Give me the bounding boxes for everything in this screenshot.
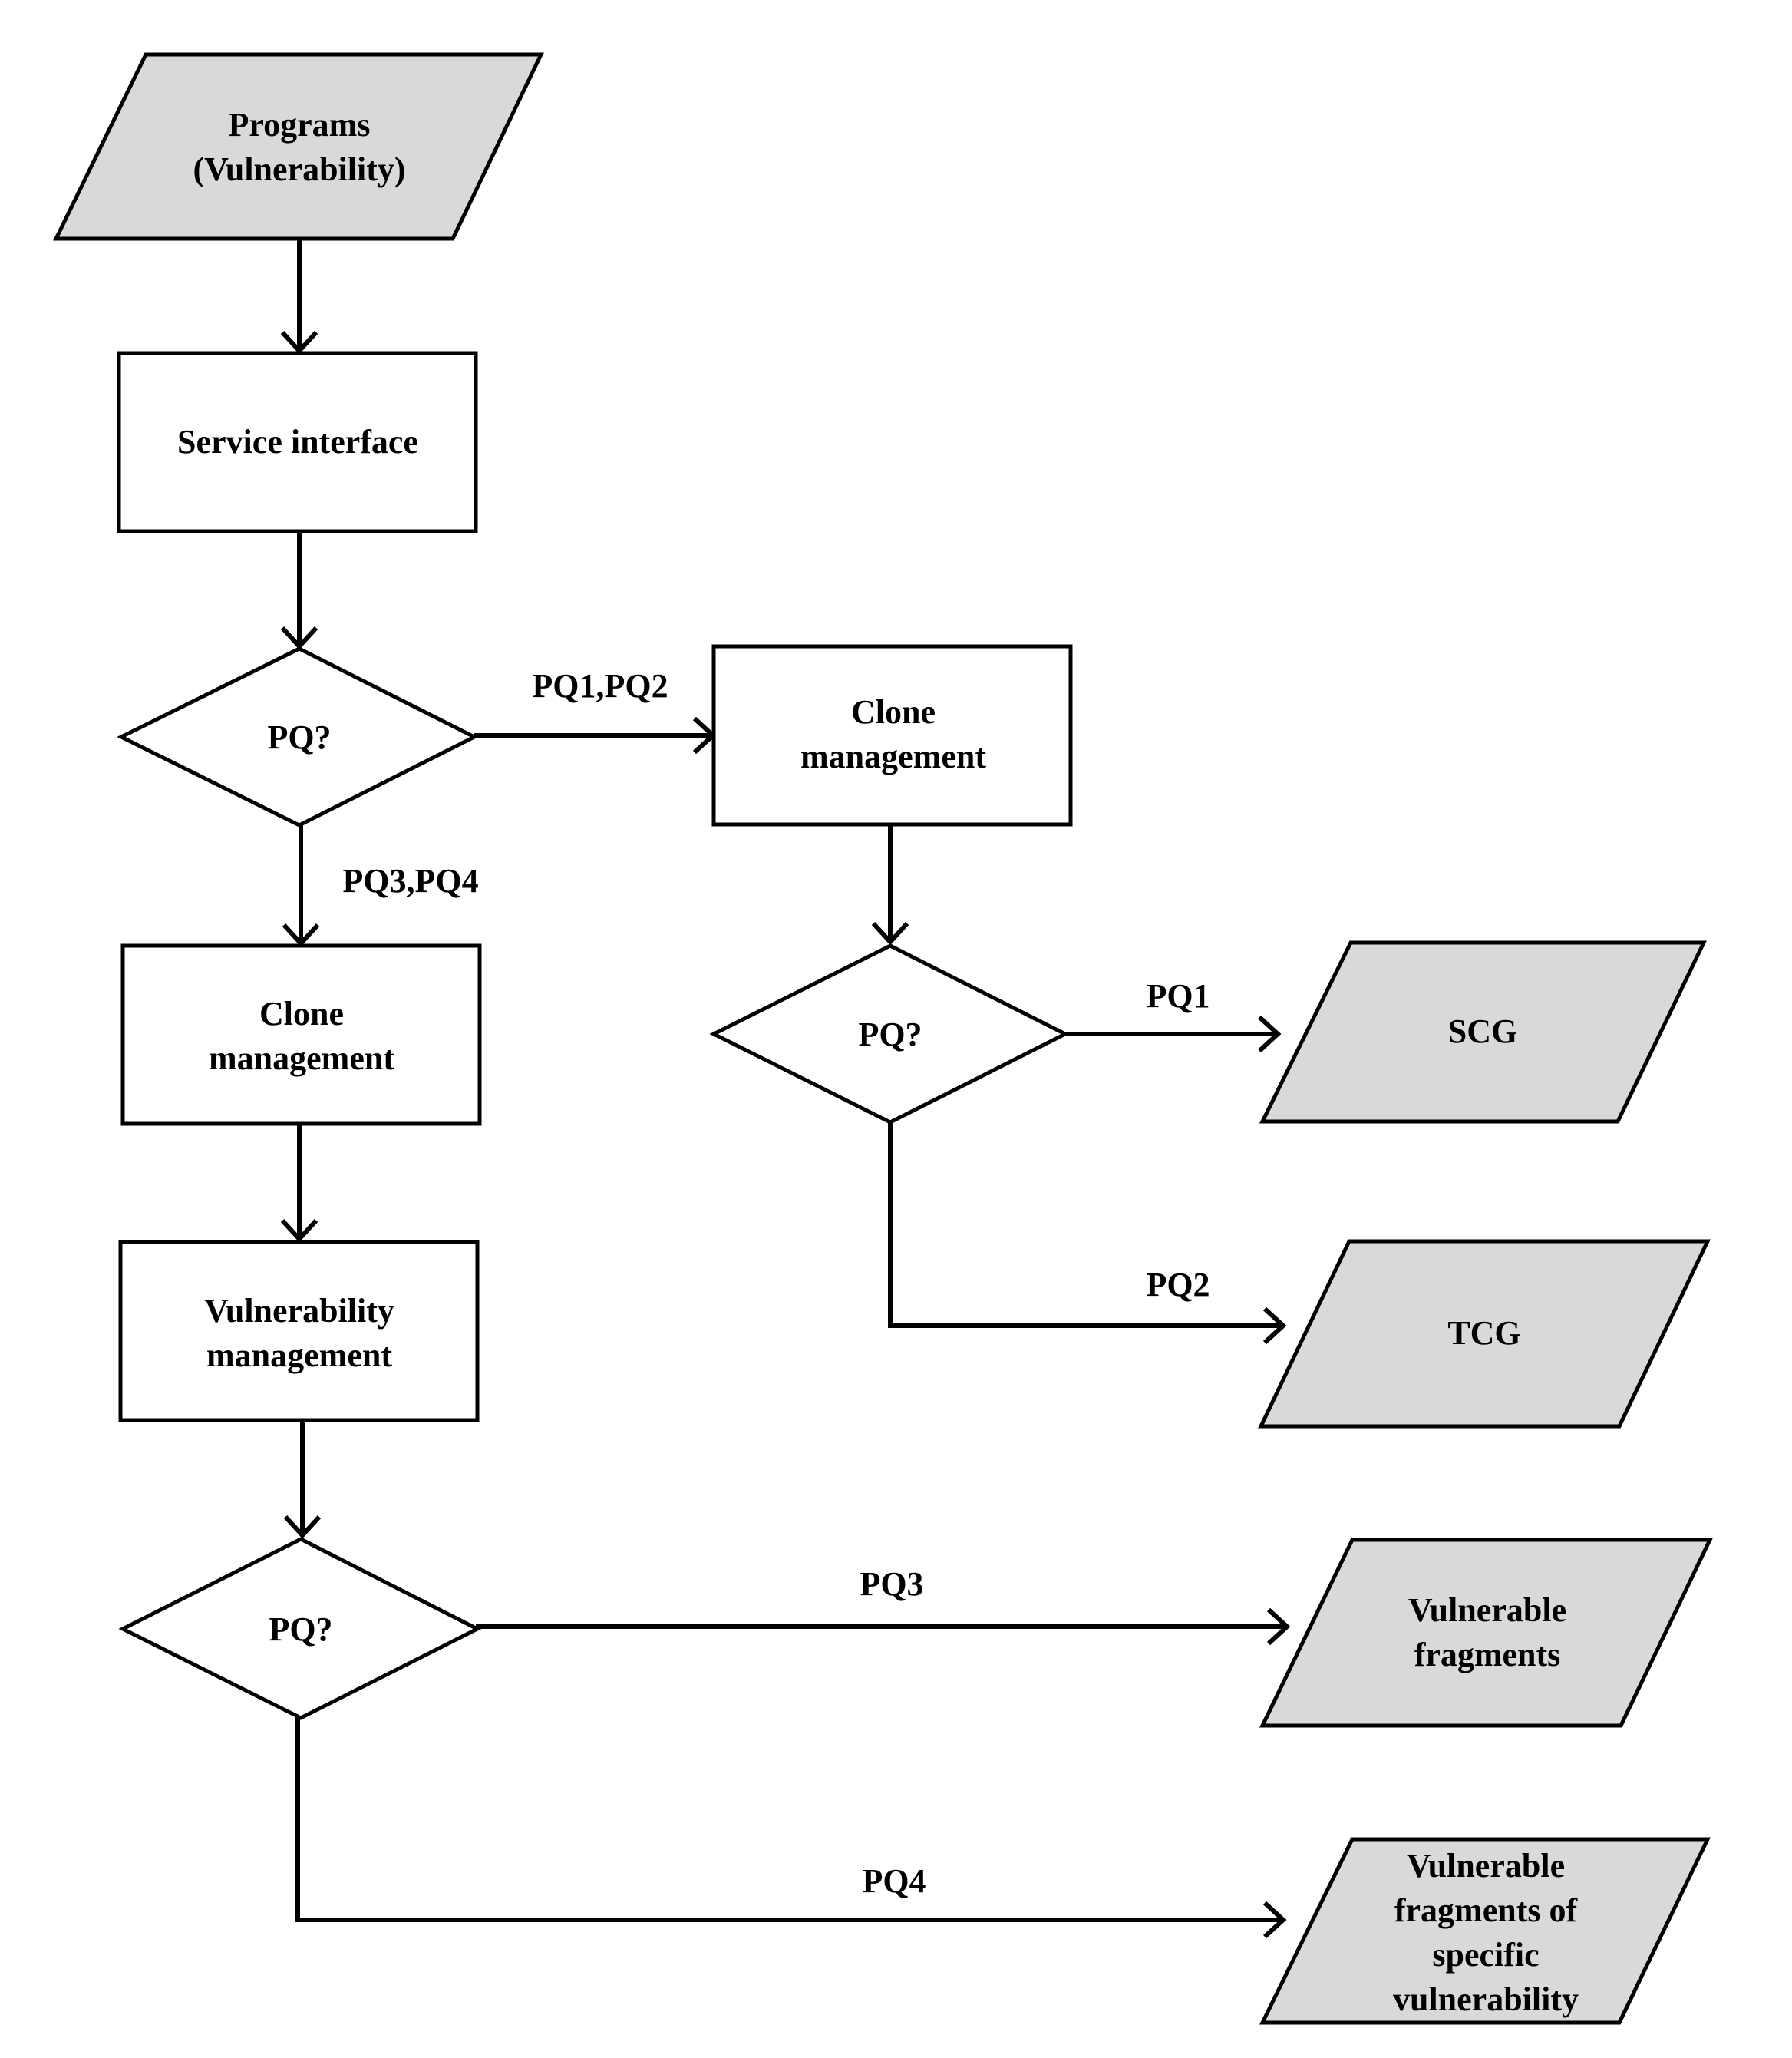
vulnerability-management-shape — [118, 1240, 480, 1422]
decision-2-shape — [709, 943, 1070, 1125]
vulnerable-fragments-line1: Vulnerable — [1408, 1591, 1566, 1629]
service-interface-label: Service interface — [177, 423, 418, 461]
tcg-label: TCG — [1447, 1314, 1520, 1352]
vulnerable-fragments-specific-line4: vulnerability — [1393, 1980, 1579, 2018]
clone-management-right-shape — [711, 644, 1073, 827]
vulnerable-fragments-specific-line1: Vulnerable — [1407, 1847, 1565, 1885]
decision-node-1: PQ? — [117, 646, 479, 827]
edge-label-pq3-pq4: PQ3,PQ4 — [342, 862, 478, 900]
vulnerable-fragments-specific-node: Vulnerable fragments of specific vulnera… — [1259, 1837, 1711, 2025]
scg-node: SCG — [1259, 940, 1707, 1124]
service-interface-node: Service interface — [117, 351, 478, 533]
edge-label-pq2: PQ2 — [1146, 1266, 1210, 1303]
decision-1-label: PQ? — [267, 718, 331, 756]
programs-label-line1: Programs — [229, 106, 371, 144]
vulnerable-fragments-specific-shape — [1259, 1837, 1711, 2025]
clone-management-left-line2: management — [209, 1039, 394, 1077]
edge-label-pq1: PQ1 — [1146, 977, 1210, 1015]
scg-label: SCG — [1448, 1012, 1517, 1050]
edge-label-pq4: PQ4 — [862, 1862, 926, 1900]
vulnerable-fragments-node: Vulnerable fragments — [1259, 1538, 1713, 1728]
tcg-shape — [1258, 1239, 1711, 1429]
edge-decision3-to-fragments — [476, 1607, 1291, 1646]
clone-management-right-line1: Clone — [851, 693, 936, 731]
programs-node: Programs (Vulnerability) — [53, 52, 544, 241]
edge-decision1-to-clone-right — [474, 716, 717, 755]
edge-label-pq1-pq2: PQ1,PQ2 — [532, 667, 668, 705]
decision-3-label: PQ? — [269, 1610, 332, 1648]
programs-label-line2: (Vulnerability) — [193, 150, 405, 188]
clone-management-right-line2: management — [800, 738, 986, 775]
decision-node-2: PQ? — [709, 943, 1070, 1125]
programs-shape — [53, 52, 544, 241]
scg-shape — [1259, 940, 1707, 1124]
edge-service-to-decision1 — [280, 531, 318, 650]
vulnerable-fragments-shape — [1259, 1538, 1713, 1728]
edge-clone-right-to-decision2 — [871, 823, 909, 946]
clone-management-right-node: Clone management — [711, 644, 1073, 827]
service-interface-shape — [117, 351, 478, 533]
decision-1-shape — [117, 646, 479, 827]
edge-clone-left-to-vuln — [280, 1123, 318, 1243]
edge-programs-to-service — [280, 238, 318, 355]
edge-label-pq3: PQ3 — [860, 1565, 923, 1603]
decision-node-3: PQ? — [118, 1537, 482, 1720]
vulnerable-fragments-specific-line2: fragments of — [1394, 1891, 1579, 1929]
tcg-node: TCG — [1258, 1239, 1711, 1429]
vulnerability-management-line1: Vulnerability — [204, 1292, 394, 1330]
decision-2-label: PQ? — [858, 1016, 922, 1053]
edge-decision1-to-clone-left — [282, 824, 320, 947]
vulnerability-management-node: Vulnerability management — [118, 1240, 480, 1422]
vulnerable-fragments-line2: fragments — [1414, 1636, 1561, 1673]
clone-management-left-line1: Clone — [259, 995, 344, 1032]
edge-decision3-to-specific — [295, 1716, 1287, 1939]
vulnerability-management-line2: management — [206, 1336, 392, 1374]
edge-vuln-to-decision3 — [283, 1417, 322, 1539]
edge-decision2-to-tcg — [888, 1121, 1287, 1345]
clone-management-left-shape — [120, 943, 482, 1126]
clone-management-left-node: Clone management — [120, 943, 482, 1126]
edge-decision2-to-scg — [1065, 1015, 1282, 1053]
decision-3-shape — [118, 1537, 482, 1720]
vulnerable-fragments-specific-line3: specific — [1432, 1936, 1539, 1974]
